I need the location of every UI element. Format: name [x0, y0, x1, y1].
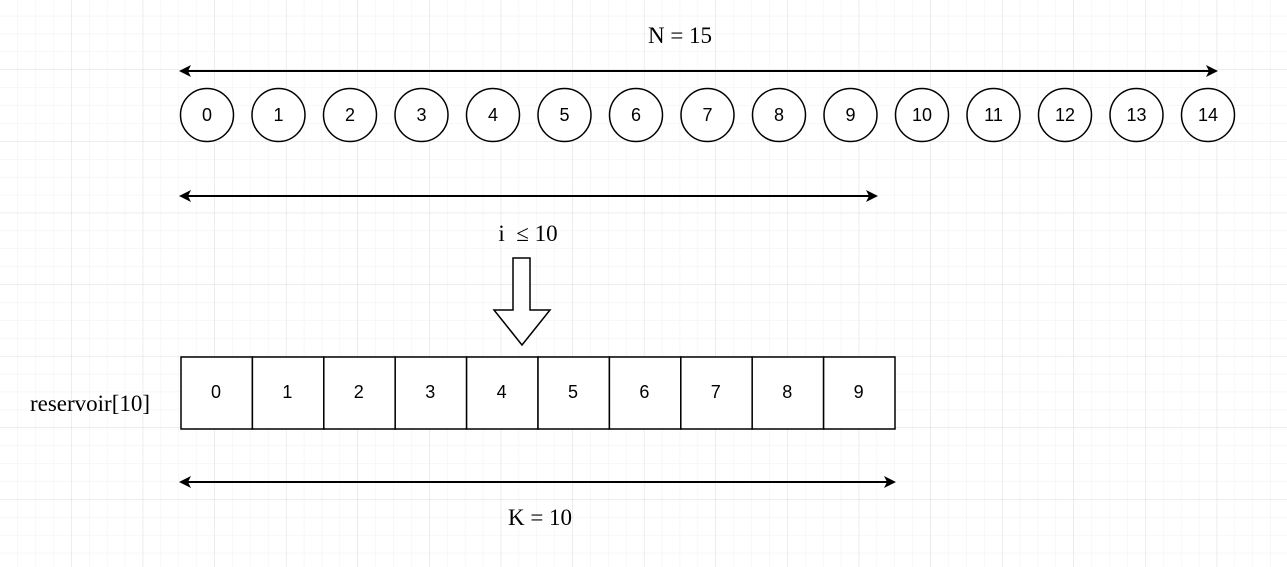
- reservoir-cell-box: [180, 356, 254, 430]
- reservoir-cell-label: 0: [211, 382, 221, 402]
- stream-item: 6: [608, 87, 664, 143]
- reservoir-cell: 4: [465, 356, 539, 430]
- stream-item: 1: [251, 87, 306, 143]
- down-arrow-icon: [492, 257, 552, 347]
- reservoir-cell: 5: [537, 356, 611, 430]
- reservoir-cell: 6: [608, 356, 682, 430]
- stream-item: 8: [751, 87, 807, 143]
- reservoir-cell-box: [394, 356, 468, 430]
- reservoir-cell: 1: [251, 356, 325, 430]
- stream-item: 2: [322, 87, 378, 143]
- reservoir-cell: 0: [180, 356, 254, 430]
- reservoir-cell-label: 8: [782, 382, 792, 402]
- reservoir-cell-box: [537, 356, 611, 430]
- stream-item-label: 8: [774, 105, 784, 125]
- stream-item: 3: [394, 87, 449, 143]
- reservoir-cell: 9: [822, 356, 896, 430]
- reservoir-cell-label: 2: [354, 382, 364, 402]
- stream-item-circle: [680, 87, 735, 143]
- stream-item-label: 0: [202, 105, 212, 125]
- stream-item-circle: [823, 87, 878, 143]
- stream-item-label: 11: [984, 105, 1003, 125]
- stream-item-label: 12: [1055, 105, 1075, 125]
- stream-item-label: 7: [702, 105, 712, 125]
- n-label: N = 15: [648, 23, 712, 48]
- reservoir-cell: 8: [751, 356, 825, 430]
- stream-item: 13: [1109, 87, 1164, 143]
- stream-item: 4: [465, 87, 521, 143]
- reservoir-cell-label: 5: [568, 382, 578, 402]
- stream-item-circle: [322, 87, 378, 143]
- reservoir-cell: 7: [680, 356, 753, 430]
- stream-item: 0: [179, 87, 235, 143]
- stream-item-label: 13: [1126, 105, 1146, 125]
- stream-item-circle: [1180, 87, 1236, 143]
- stream-item-circle: [751, 87, 807, 143]
- reservoir-cell-box: [822, 356, 896, 430]
- stream-item: 10: [894, 87, 950, 143]
- stream-item-circle: [465, 87, 521, 143]
- reservoir-cell-label: 6: [639, 382, 649, 402]
- reservoir-array: 0 1 2 3 4 5 6 7 8 9: [180, 356, 896, 430]
- stream-item-circle: [1109, 87, 1164, 143]
- stream-item-label: 5: [559, 105, 569, 125]
- reservoir-label: reservoir[10]: [30, 391, 150, 416]
- stream-item-circle: [1037, 87, 1093, 143]
- reservoir-cell-label: 3: [425, 382, 435, 402]
- stream-item-label: 10: [912, 105, 932, 125]
- k-label: K = 10: [508, 505, 572, 530]
- reservoir-cell-label: 7: [711, 382, 721, 402]
- stream-item: 5: [537, 87, 592, 143]
- reservoir-cell-box: [251, 356, 325, 430]
- reservoir-cell: 3: [394, 356, 468, 430]
- reservoir-cell: 2: [323, 356, 396, 430]
- reservoir-cell-label: 1: [282, 382, 292, 402]
- stream-item-label: 9: [845, 105, 855, 125]
- stream-item: 7: [680, 87, 735, 143]
- stream-item: 9: [823, 87, 878, 143]
- stream-item-label: 14: [1198, 105, 1218, 125]
- reservoir-cell-box: [465, 356, 539, 430]
- reservoir-cell-label: 4: [497, 382, 507, 402]
- stream-item-circle: [608, 87, 664, 143]
- stream-item-label: 4: [488, 105, 498, 125]
- stream-item-circle: [394, 87, 449, 143]
- stream-item-circle: [966, 87, 1021, 143]
- reservoir-cell-box: [680, 356, 753, 430]
- stream-item-label: 6: [631, 105, 641, 125]
- reservoir-cell-box: [608, 356, 682, 430]
- reservoir-cell-label: 9: [854, 382, 864, 402]
- i-condition-label: i ≤ 10: [498, 221, 557, 246]
- stream-item: 14: [1180, 87, 1236, 143]
- stream-item: 12: [1037, 87, 1093, 143]
- stream-item-label: 1: [273, 105, 283, 125]
- stream-item-circle: [251, 87, 306, 143]
- stream-item: 11: [966, 87, 1021, 143]
- reservoir-cell-box: [751, 356, 825, 430]
- stream-item-label: 2: [345, 105, 355, 125]
- stream-item-label: 3: [416, 105, 426, 125]
- stream-item-circle: [537, 87, 592, 143]
- stream-item-circle: [894, 87, 950, 143]
- stream-item-circle: [179, 87, 235, 143]
